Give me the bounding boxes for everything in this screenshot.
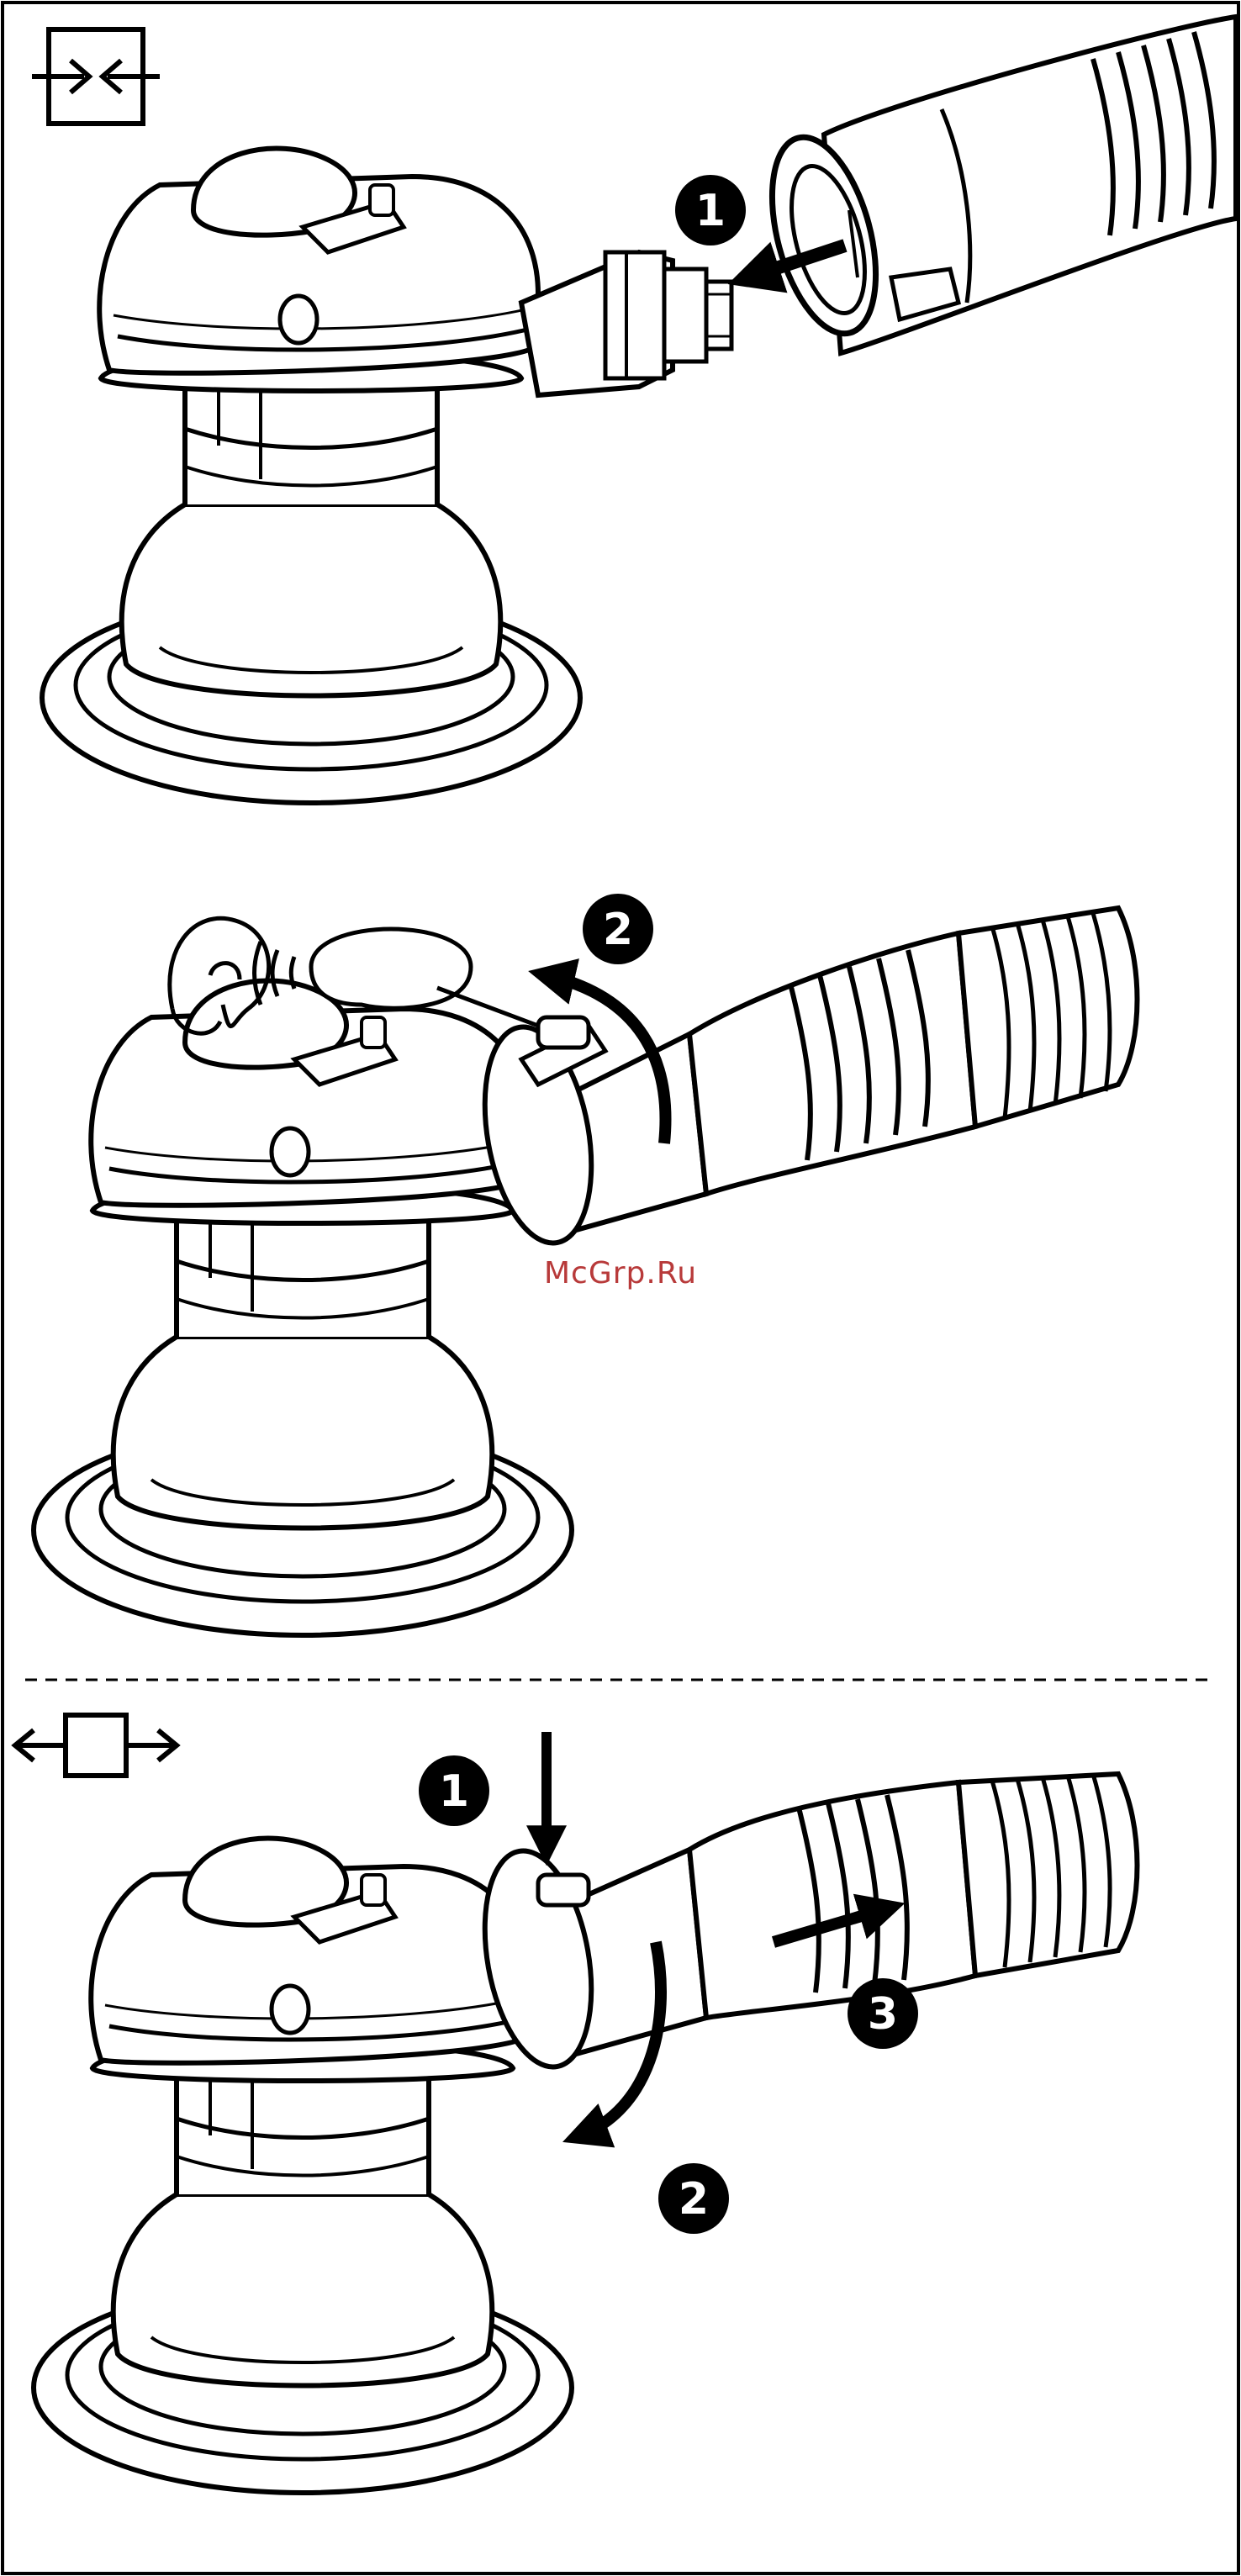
disconnect-arrows-icon	[15, 1715, 177, 1776]
connect-arrows-icon	[32, 29, 160, 124]
watermark: McGrp.Ru	[0, 1256, 1241, 1291]
step-number: 1	[695, 186, 726, 236]
air-inlet-fitting	[521, 252, 731, 395]
step-badge: 3	[848, 1978, 918, 2049]
panel-attach: 1	[32, 17, 1236, 803]
step-number: 3	[868, 1989, 898, 2040]
step-number: 1	[439, 1766, 469, 1817]
hose-coupling-attached	[469, 908, 1137, 1251]
step-badge: 1	[675, 175, 746, 245]
hose-coupling-attached	[469, 1774, 1137, 2075]
step-badge: 2	[658, 2163, 729, 2234]
hose-coupling-detached	[753, 17, 1236, 353]
panel-detach: 1 2 3	[15, 1715, 1138, 2493]
step-badge: 1	[419, 1755, 489, 1826]
step-number: 2	[603, 905, 633, 955]
step-number: 2	[679, 2174, 709, 2225]
sander-body	[42, 149, 580, 804]
step-badge: 2	[583, 894, 653, 964]
